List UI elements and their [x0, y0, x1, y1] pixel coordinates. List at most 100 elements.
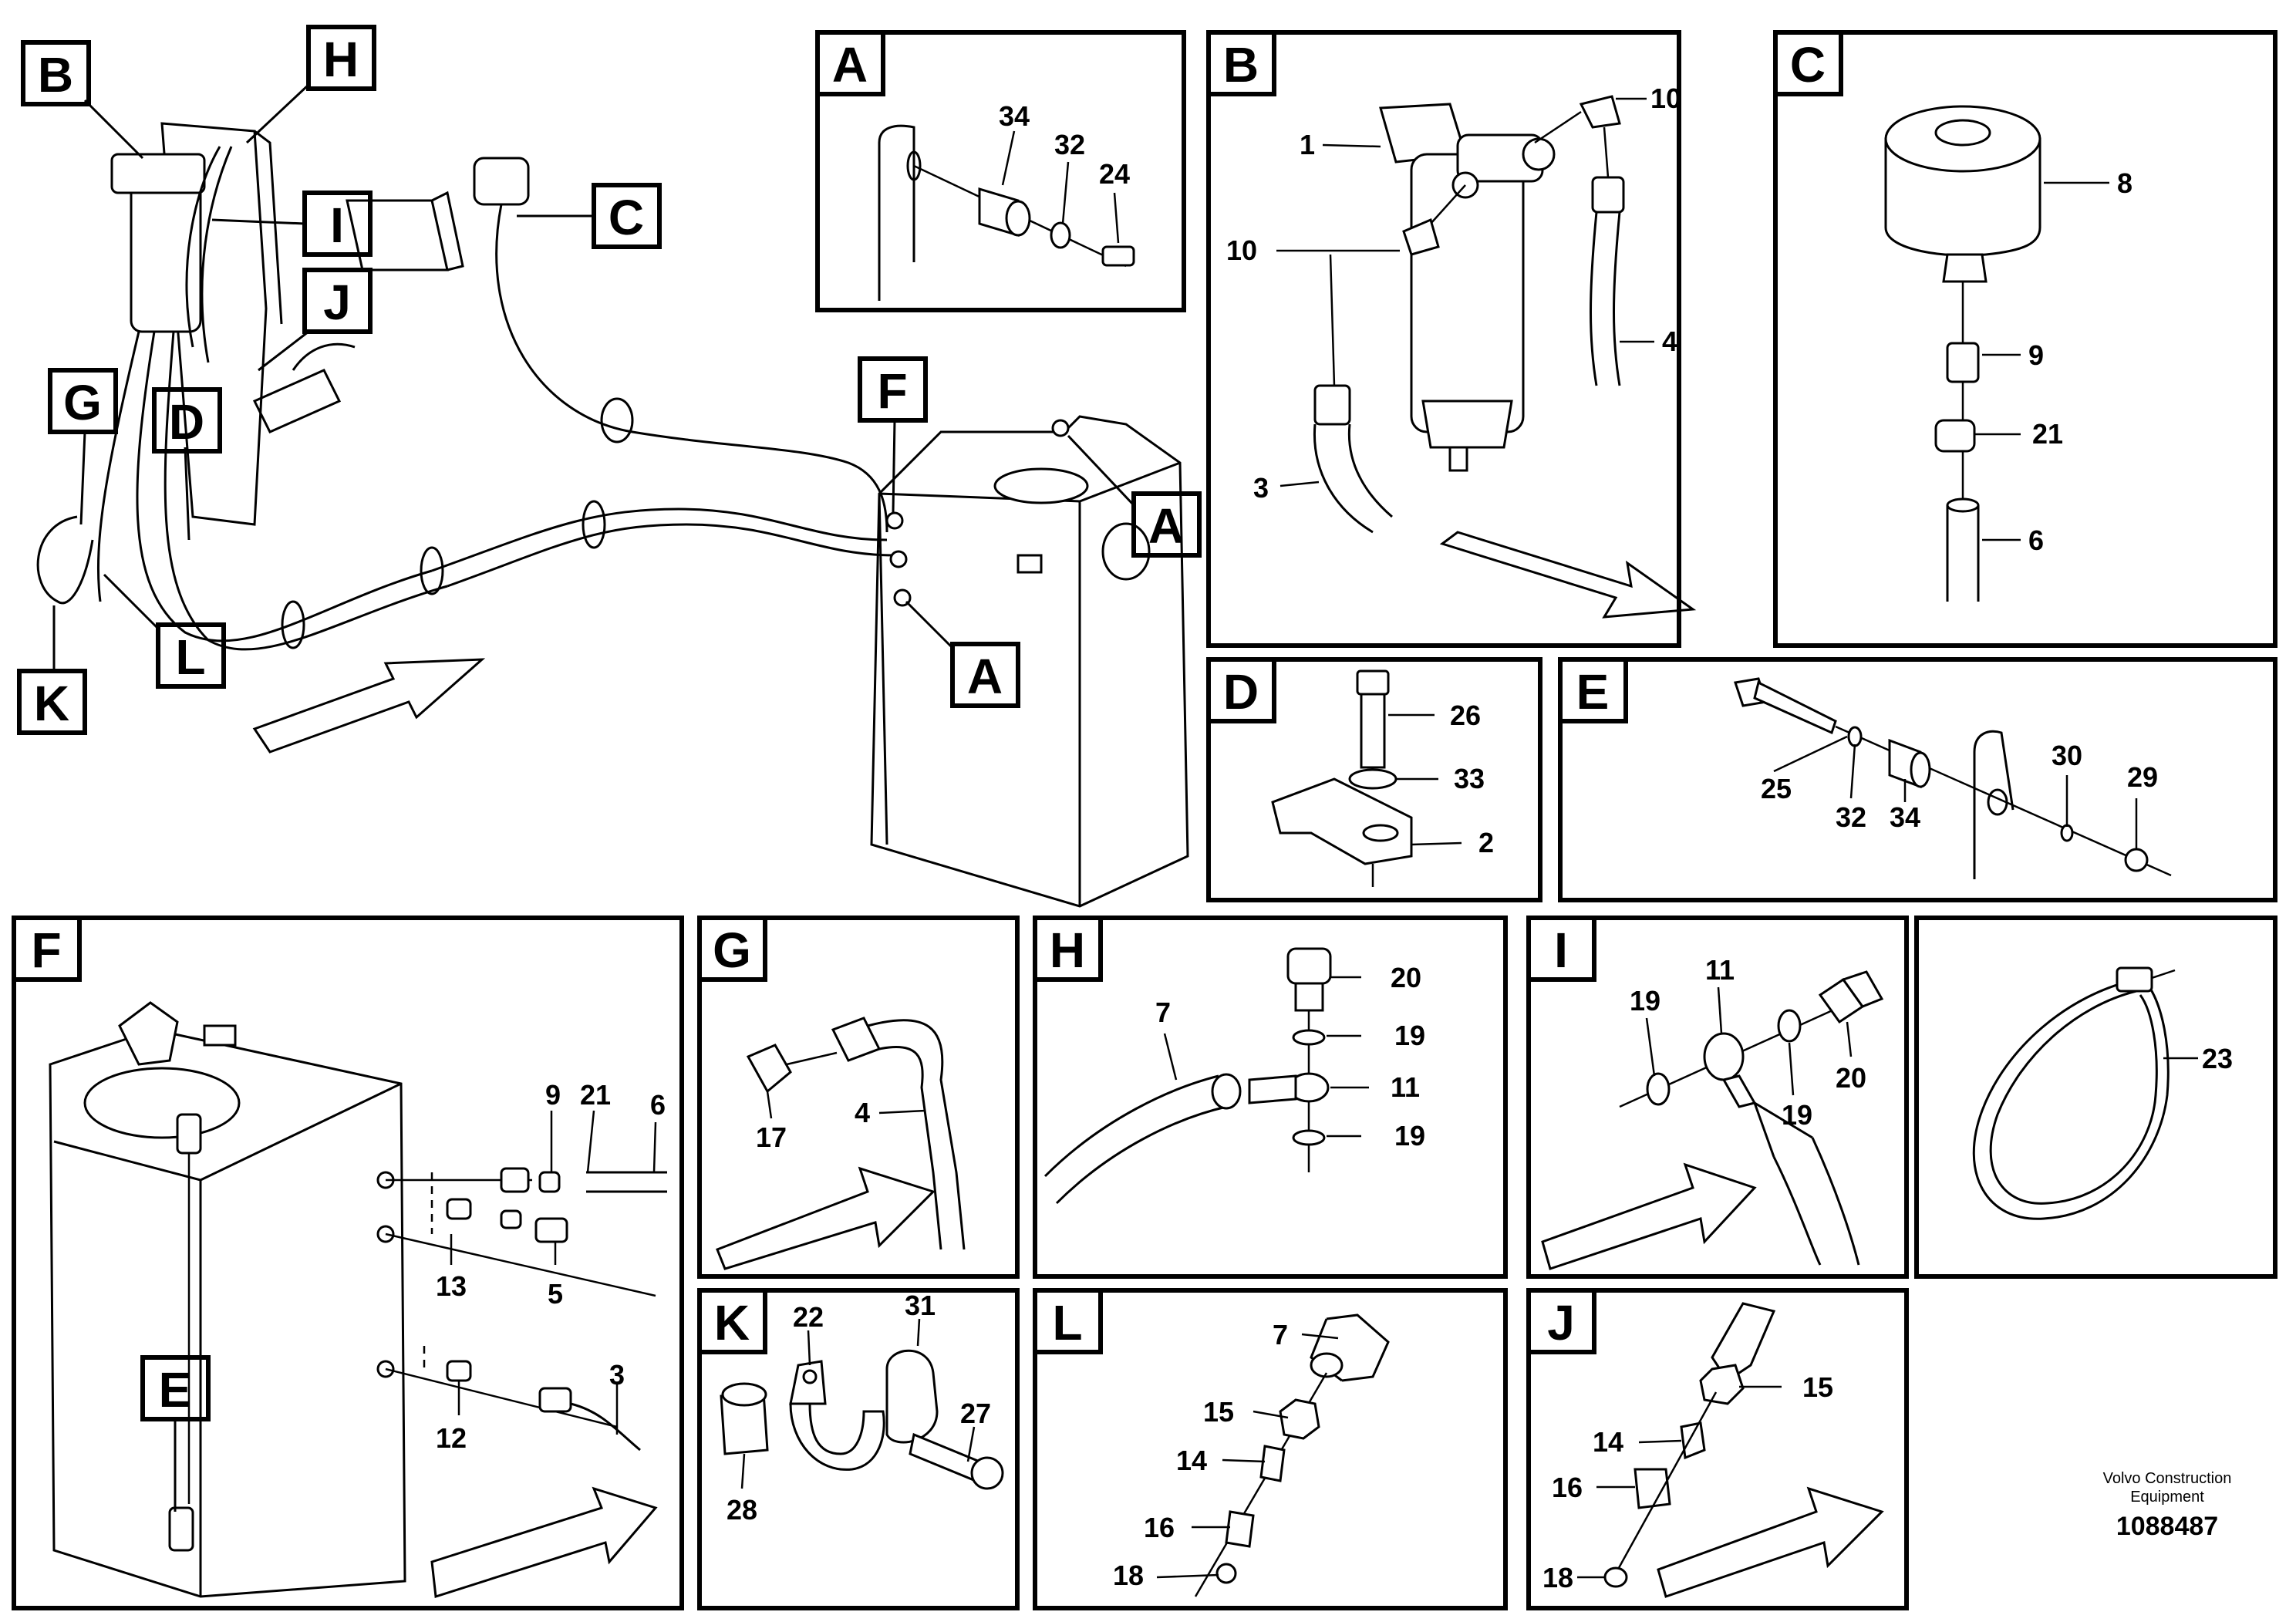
overview-assembly	[36, 122, 1189, 908]
company-line-2: Equipment	[2130, 1489, 2204, 1506]
elbow-fitting	[1402, 218, 1440, 256]
callout-letter-K: K	[34, 676, 69, 731]
callout-letter-A: A	[967, 649, 1003, 704]
svg-text:5: 5	[548, 1278, 563, 1310]
callout-letter-J: J	[323, 275, 351, 330]
callout-box	[152, 387, 222, 454]
panel-H: H 7 20 19 11 19	[1033, 916, 1508, 1279]
clamp-21	[1934, 419, 1976, 453]
company-name: Volvo Construction Equipment	[2075, 1469, 2260, 1506]
svg-text:17: 17	[756, 1121, 787, 1153]
svg-text:23: 23	[2202, 1043, 2233, 1074]
pipe-lower	[447, 523, 895, 588]
breather-hose	[495, 204, 888, 533]
washer-19	[1646, 1072, 1671, 1106]
hose-a	[96, 331, 140, 602]
svg-text:3: 3	[1253, 472, 1269, 504]
callout-letter-H: H	[323, 32, 359, 87]
callout-box	[592, 183, 662, 249]
callout-letter-F: F	[877, 363, 907, 419]
mount-plate	[1973, 730, 2014, 879]
svg-text:7: 7	[1155, 996, 1171, 1028]
panel-title: F	[31, 922, 61, 978]
panel-K: K 22 31 27 28	[697, 1288, 1020, 1610]
direction-arrow	[430, 1486, 658, 1598]
hose-b	[136, 331, 433, 642]
hose	[1772, 1137, 1860, 1266]
callout-box	[858, 356, 928, 423]
hose-6	[1946, 505, 1980, 602]
panel-B: B 1 10 10 4 3	[1206, 30, 1697, 648]
direction-arrow	[1541, 1162, 1757, 1270]
washer-19	[1292, 1129, 1326, 1146]
panel-F: F E 9 21	[12, 916, 684, 1610]
panel-G: G 17 4	[697, 916, 1020, 1279]
washer-19	[1777, 1009, 1802, 1043]
svg-text:6: 6	[650, 1089, 666, 1121]
mount-lug	[176, 1113, 202, 1155]
callout-letter-D: D	[169, 394, 204, 450]
hose-4	[867, 1019, 966, 1250]
callout-box	[17, 669, 87, 735]
panel-C: C 8 9 21 6	[1773, 30, 2277, 648]
svg-text:15: 15	[1203, 1396, 1234, 1428]
svg-text:19: 19	[1394, 1120, 1425, 1152]
svg-text:11: 11	[1391, 1071, 1420, 1103]
panel-J: J 15 14 16 18	[1526, 1288, 1909, 1610]
svg-text:28: 28	[727, 1494, 757, 1526]
svg-text:22: 22	[793, 1301, 824, 1333]
tank-top-edge	[878, 461, 1181, 503]
svg-text:30: 30	[2052, 740, 2082, 771]
panel-title: I	[1554, 922, 1568, 978]
strap-tie	[281, 600, 305, 649]
callout-letter-A: A	[1148, 498, 1184, 554]
svg-text:26: 26	[1450, 700, 1481, 731]
hose-4	[1590, 211, 1621, 386]
svg-text:19: 19	[1630, 985, 1660, 1017]
strap-tie	[420, 546, 444, 595]
direction-arrow	[1439, 531, 1697, 619]
washer	[1050, 221, 1071, 249]
svg-text:13: 13	[436, 1270, 467, 1302]
svg-text:15: 15	[1802, 1371, 1833, 1403]
hose	[1711, 1302, 1776, 1383]
svg-text:32: 32	[1836, 801, 1866, 833]
svg-text:29: 29	[2127, 761, 2158, 793]
bolt-shank	[1360, 693, 1386, 769]
panel-title: A	[832, 37, 868, 93]
fitting-17	[746, 1044, 792, 1094]
valve-pipe	[292, 342, 356, 371]
svg-text:21: 21	[580, 1079, 611, 1111]
overview-callouts: B H I C J G D F A A K L	[17, 25, 1202, 735]
washer-33	[1348, 768, 1397, 790]
panel-E: E 25 32 34 30 29	[1558, 657, 2277, 902]
banjo-bolt-20	[1286, 947, 1332, 985]
callout-letter-L: L	[175, 629, 205, 685]
strap-tie	[582, 500, 606, 549]
direction-arrow	[716, 1166, 936, 1270]
callout-box	[302, 268, 373, 334]
callout-letter-G: G	[63, 375, 102, 430]
hose-6	[586, 1171, 667, 1193]
tank-fitting	[885, 511, 904, 530]
svg-text:4: 4	[855, 1097, 870, 1128]
svg-text:12: 12	[436, 1422, 467, 1454]
strap-tie	[600, 397, 634, 443]
panel-L: L 7 15 14 16 18	[1033, 1288, 1508, 1610]
bolt	[1101, 245, 1135, 267]
clamp-2	[1271, 777, 1413, 865]
tank-fitting	[203, 1024, 237, 1047]
hose-3	[570, 1402, 641, 1452]
hose-d	[185, 146, 221, 348]
filter-head	[110, 153, 206, 194]
nut-15	[1699, 1364, 1745, 1405]
panel-title: B	[1223, 37, 1259, 93]
callout-letter-C: C	[609, 190, 644, 245]
panel-strap: 23	[1914, 916, 2277, 1279]
svg-text:3: 3	[609, 1359, 625, 1391]
svg-text:8: 8	[2117, 167, 2132, 199]
svg-text:20: 20	[1391, 962, 1421, 993]
direction-arrow	[1657, 1486, 1884, 1598]
bracket	[878, 124, 915, 301]
